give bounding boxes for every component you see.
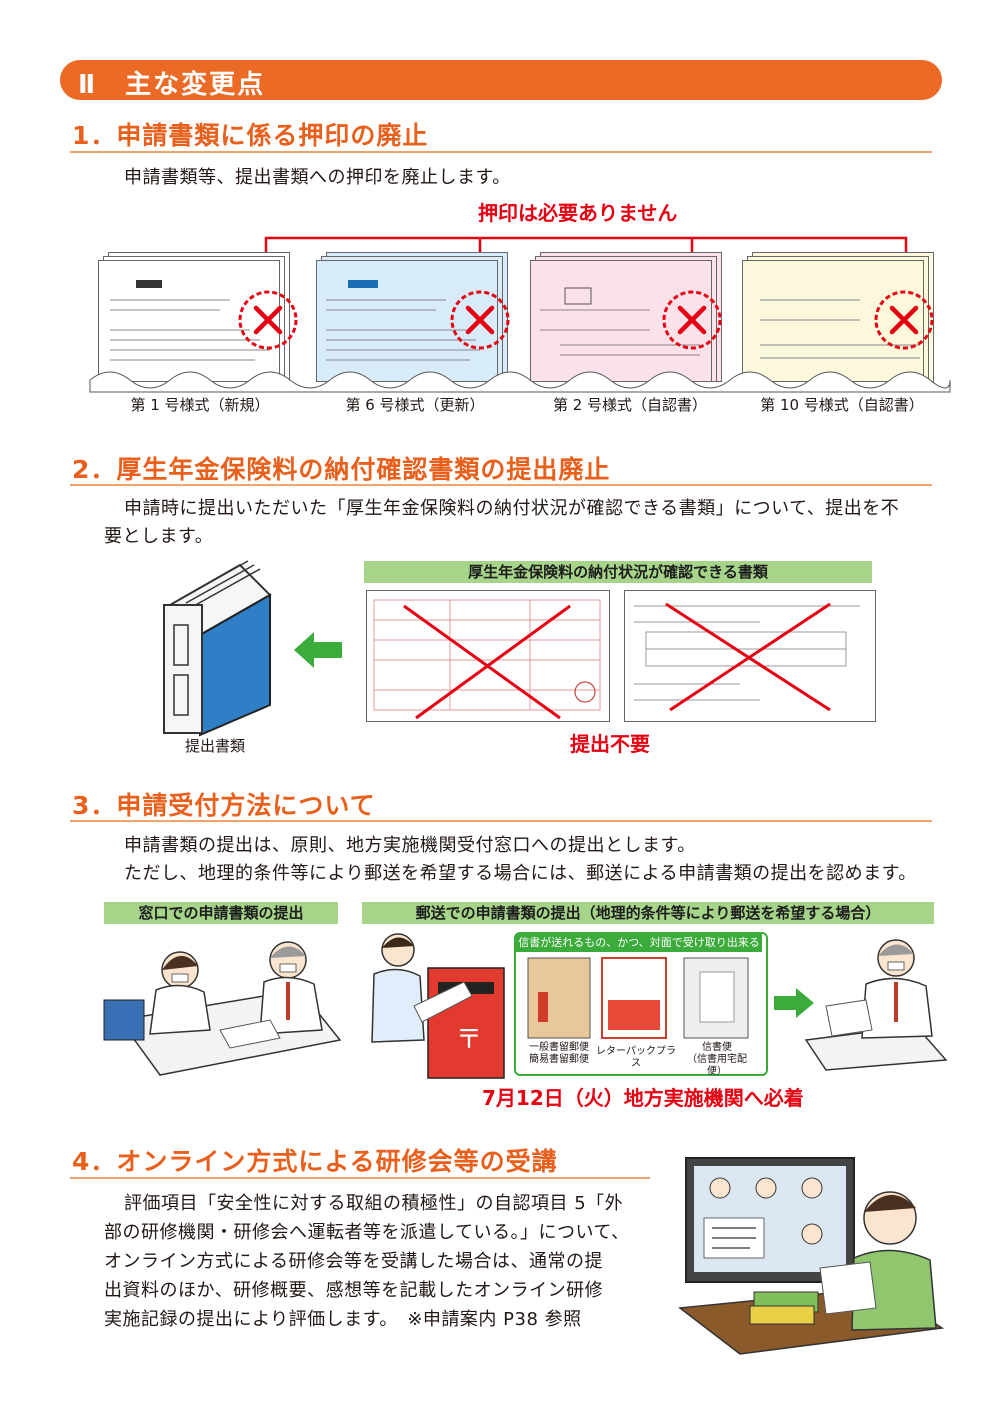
section1-title: 1．申請書類に係る押印の廃止 xyxy=(72,121,429,150)
section1-body: 申請書類等、提出書類への押印を廃止します。 xyxy=(124,167,511,188)
not-required-label: 提出不要 xyxy=(570,732,650,756)
docs-header: 厚生年金保険料の納付状況が確認できる書類 xyxy=(364,561,872,583)
counter-header: 窓口での申請書類の提出 xyxy=(104,902,338,924)
section3-rule xyxy=(70,820,932,822)
mail-note: 信書が送れるもの、かつ、対面で受け取り出来るもの xyxy=(516,934,762,967)
mail-item-letterpack: レターパックプラス xyxy=(596,1046,676,1069)
online-training-illustration xyxy=(678,1157,945,1355)
section2-body-line1: 申請時に提出いただいた「厚生年金保険料の納付状況が確認できる書類」について、提出… xyxy=(124,498,900,519)
binder-label: 提出書類 xyxy=(184,737,245,755)
mail-item-registered: 一般書留郵便 簡易書留郵便 xyxy=(529,1042,589,1065)
section4-rule xyxy=(70,1177,650,1179)
form-10-caption: 第 10 号様式（自認書） xyxy=(760,396,924,414)
right-arrow-icon xyxy=(774,988,814,1018)
form-6-caption: 第 6 号様式（更新） xyxy=(345,396,485,414)
mailbox-illustration: 〒 xyxy=(371,933,505,1079)
section4-line2: 部の研修機関・研修会へ運転者等を派遣している。」について、 xyxy=(104,1222,630,1243)
section4-line1: 評価項目「安全性に対する取組の積極性」の自認項目 5「外 xyxy=(124,1193,624,1214)
section1-rule xyxy=(70,151,932,153)
form-2-illustration xyxy=(530,252,726,382)
section-banner xyxy=(60,60,942,100)
section3-title: 3．申請受付方法について xyxy=(72,791,376,820)
receipt-document xyxy=(366,590,610,722)
left-arrow-icon xyxy=(294,632,342,668)
deadline-label: 7月12日（火）地方実施機関へ必着 xyxy=(482,1086,804,1110)
section4-line4: 出資料のほか、研修概要、感想等を記載したオンライン研修 xyxy=(104,1280,604,1301)
mail-header: 郵送での申請書類の提出（地理的条件等により郵送を希望する場合） xyxy=(362,902,934,924)
section4-title: 4．オンライン方式による研修会等の受講 xyxy=(72,1147,558,1176)
binder-illustration xyxy=(163,560,272,737)
mail-item-courier: 信書便 （信書用宅配便） xyxy=(687,1042,747,1077)
form-1-caption: 第 1 号様式（新規） xyxy=(130,396,270,414)
section2-rule xyxy=(70,484,932,486)
counter-scene-illustration xyxy=(103,941,342,1076)
section4-line5: 実施記録の提出により評価します。 ※申請案内 P38 参照 xyxy=(104,1309,582,1330)
mail-envelopes xyxy=(527,957,749,1039)
receiver-illustration xyxy=(804,939,948,1071)
banner-title: Ⅱ 主な変更点 xyxy=(78,70,266,100)
form-details xyxy=(89,280,951,393)
form-2-caption: 第 2 号様式（自認書） xyxy=(552,396,708,414)
section2-title: 2．厚生年金保険料の納付確認書類の提出廃止 xyxy=(72,455,611,484)
section2-body-line2: 要とします。 xyxy=(104,526,214,547)
svg-text:〒: 〒 xyxy=(456,1025,482,1055)
section3-body-line1: 申請書類の提出は、原則、地方実施機関受付窓口への提出とします。 xyxy=(124,835,696,856)
no-seal-callout: 押印は必要ありません xyxy=(478,201,678,225)
section3-body-line2: ただし、地理的条件等により郵送を希望する場合には、郵送による申請書類の提出を認め… xyxy=(124,863,917,884)
section4-line3: オンライン方式による研修会等を受講した場合は、通常の提 xyxy=(104,1251,603,1272)
form-10-illustration xyxy=(742,252,938,382)
form-1-illustration xyxy=(98,252,294,382)
receipt-details xyxy=(373,599,860,720)
